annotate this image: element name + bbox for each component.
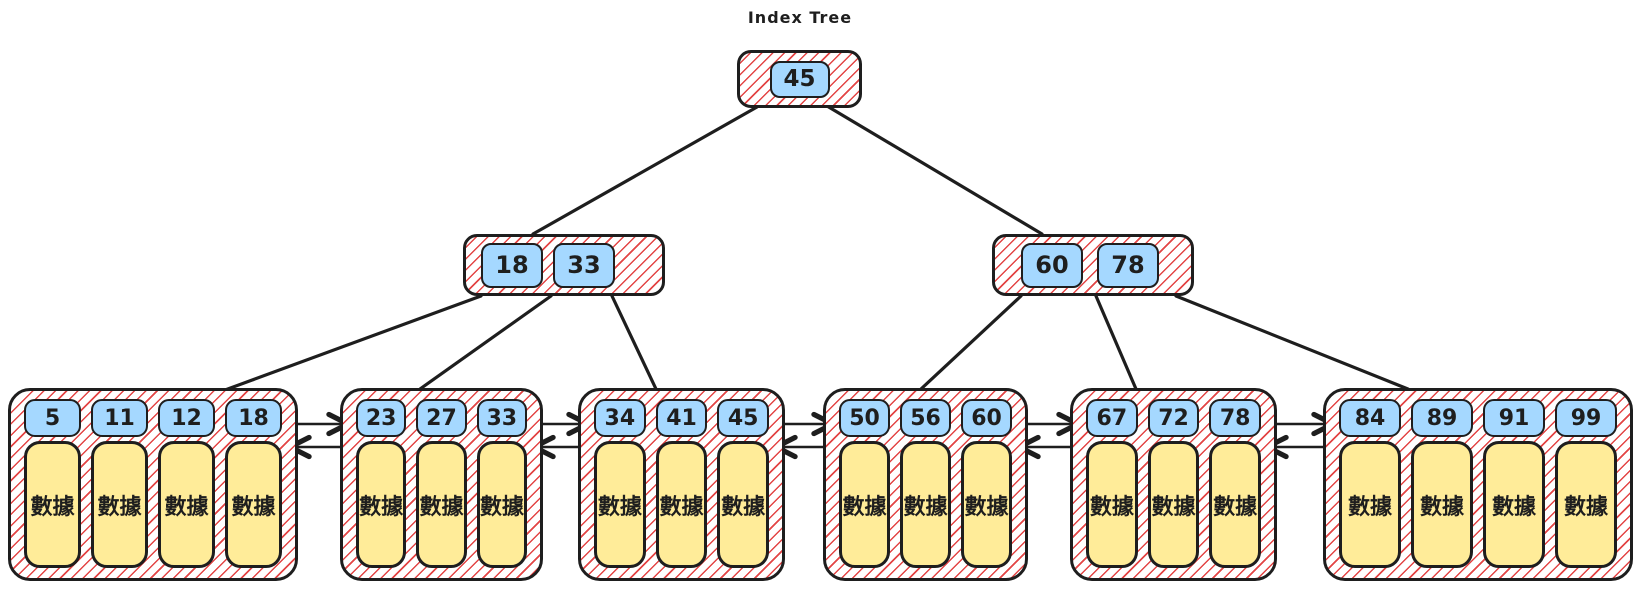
edge-root-to-internal-right — [825, 104, 1044, 236]
leaf-data: 數據 — [594, 441, 646, 568]
leaf-data: 數據 — [1086, 441, 1138, 568]
leaf-cell: 34 數據 — [594, 399, 646, 568]
leaf-data: 數據 — [91, 441, 148, 568]
leaf-cell: 5 數據 — [24, 399, 81, 568]
leaf-cell: 91 數據 — [1483, 399, 1545, 568]
leaf-key: 33 — [476, 399, 527, 437]
leaf-node-5: 67 數據 72 數據 78 數據 — [1070, 388, 1277, 581]
leaf-node-3: 34 數據 41 數據 45 數據 — [578, 388, 785, 581]
leaf-data: 數據 — [1209, 441, 1262, 568]
leaf-key: 67 — [1086, 399, 1138, 437]
leaf-cell: 18 數據 — [225, 399, 282, 568]
leaf-data: 數據 — [1483, 441, 1545, 568]
internal-node-right: 60 78 — [992, 234, 1194, 296]
leaf-key: 89 — [1411, 399, 1473, 437]
leaf-data: 數據 — [961, 441, 1012, 568]
leaf-data: 數據 — [1339, 441, 1401, 568]
leaf-key: 84 — [1339, 399, 1401, 437]
leaf-key: 27 — [416, 399, 467, 437]
leaf-cell: 45 數據 — [717, 399, 770, 568]
leaf-data: 數據 — [900, 441, 951, 568]
leaf-key: 12 — [158, 399, 215, 437]
leaf-cell: 33 數據 — [476, 399, 527, 568]
leaf-key: 23 — [356, 399, 407, 437]
leaf-key: 45 — [717, 399, 770, 437]
leaf-data: 數據 — [717, 441, 770, 568]
key-box: 33 — [553, 242, 615, 288]
leaf-cell: 41 數據 — [655, 399, 708, 568]
leaf-key: 78 — [1209, 399, 1262, 437]
leaf-key: 50 — [839, 399, 890, 437]
leaf-key: 11 — [91, 399, 148, 437]
leaf-cell: 67 數據 — [1086, 399, 1138, 568]
key-box: 18 — [481, 242, 543, 288]
leaf-node-1: 5 數據 11 數據 12 數據 18 數據 — [8, 388, 298, 581]
edge-internal-left-to-leaf-1 — [223, 294, 483, 392]
leaf-cell: 56 數據 — [900, 399, 951, 568]
leaf-key: 99 — [1555, 399, 1617, 437]
leaf-node-6: 84 數據 89 數據 91 數據 99 數據 — [1323, 388, 1633, 581]
leaf-key: 41 — [655, 399, 708, 437]
leaf-data: 數據 — [158, 441, 215, 568]
edge-internal-left-to-leaf-3 — [610, 294, 658, 391]
diagram-title: Index Tree — [747, 8, 853, 27]
key-box: 60 — [1021, 242, 1083, 288]
leaf-node-4: 50 數據 56 數據 60 數據 — [823, 388, 1028, 581]
leaf-data: 數據 — [839, 441, 890, 568]
edge-internal-right-to-leaf-4 — [919, 294, 1023, 391]
leaf-data: 數據 — [416, 441, 467, 568]
leaf-data: 數據 — [225, 441, 282, 568]
leaf-cell: 11 數據 — [91, 399, 148, 568]
leaf-data: 數據 — [1411, 441, 1473, 568]
leaf-key: 56 — [900, 399, 951, 437]
leaf-cell: 84 數據 — [1339, 399, 1401, 568]
leaf-node-2: 23 數據 27 數據 33 數據 — [340, 388, 543, 581]
leaf-cell: 23 數據 — [356, 399, 407, 568]
leaf-cell: 78 數據 — [1209, 399, 1262, 568]
edge-internal-right-to-leaf-6 — [1174, 294, 1410, 391]
edge-root-to-internal-left — [531, 105, 759, 236]
root-node: 45 — [737, 50, 862, 108]
leaf-data: 數據 — [476, 441, 527, 568]
leaf-data: 數據 — [655, 441, 708, 568]
leaf-key: 5 — [24, 399, 81, 437]
leaf-cell: 72 數據 — [1147, 399, 1200, 568]
leaf-data: 數據 — [356, 441, 407, 568]
leaf-data: 數據 — [24, 441, 81, 568]
leaf-key: 18 — [225, 399, 282, 437]
leaf-data: 數據 — [1555, 441, 1617, 568]
leaf-key: 91 — [1483, 399, 1545, 437]
leaf-cell: 12 數據 — [158, 399, 215, 568]
edge-internal-left-to-leaf-2 — [418, 294, 553, 391]
leaf-cell: 60 數據 — [961, 399, 1012, 568]
leaf-key: 60 — [961, 399, 1012, 437]
leaf-key: 72 — [1147, 399, 1200, 437]
key-box: 78 — [1097, 242, 1159, 288]
leaf-cell: 50 數據 — [839, 399, 890, 568]
key-box: 45 — [769, 60, 830, 98]
internal-node-left: 18 33 — [463, 234, 665, 296]
edge-internal-right-to-leaf-5 — [1094, 294, 1138, 391]
leaf-cell: 99 數據 — [1555, 399, 1617, 568]
leaf-cell: 27 數據 — [416, 399, 467, 568]
leaf-key: 34 — [594, 399, 646, 437]
leaf-data: 數據 — [1147, 441, 1200, 568]
leaf-cell: 89 數據 — [1411, 399, 1473, 568]
